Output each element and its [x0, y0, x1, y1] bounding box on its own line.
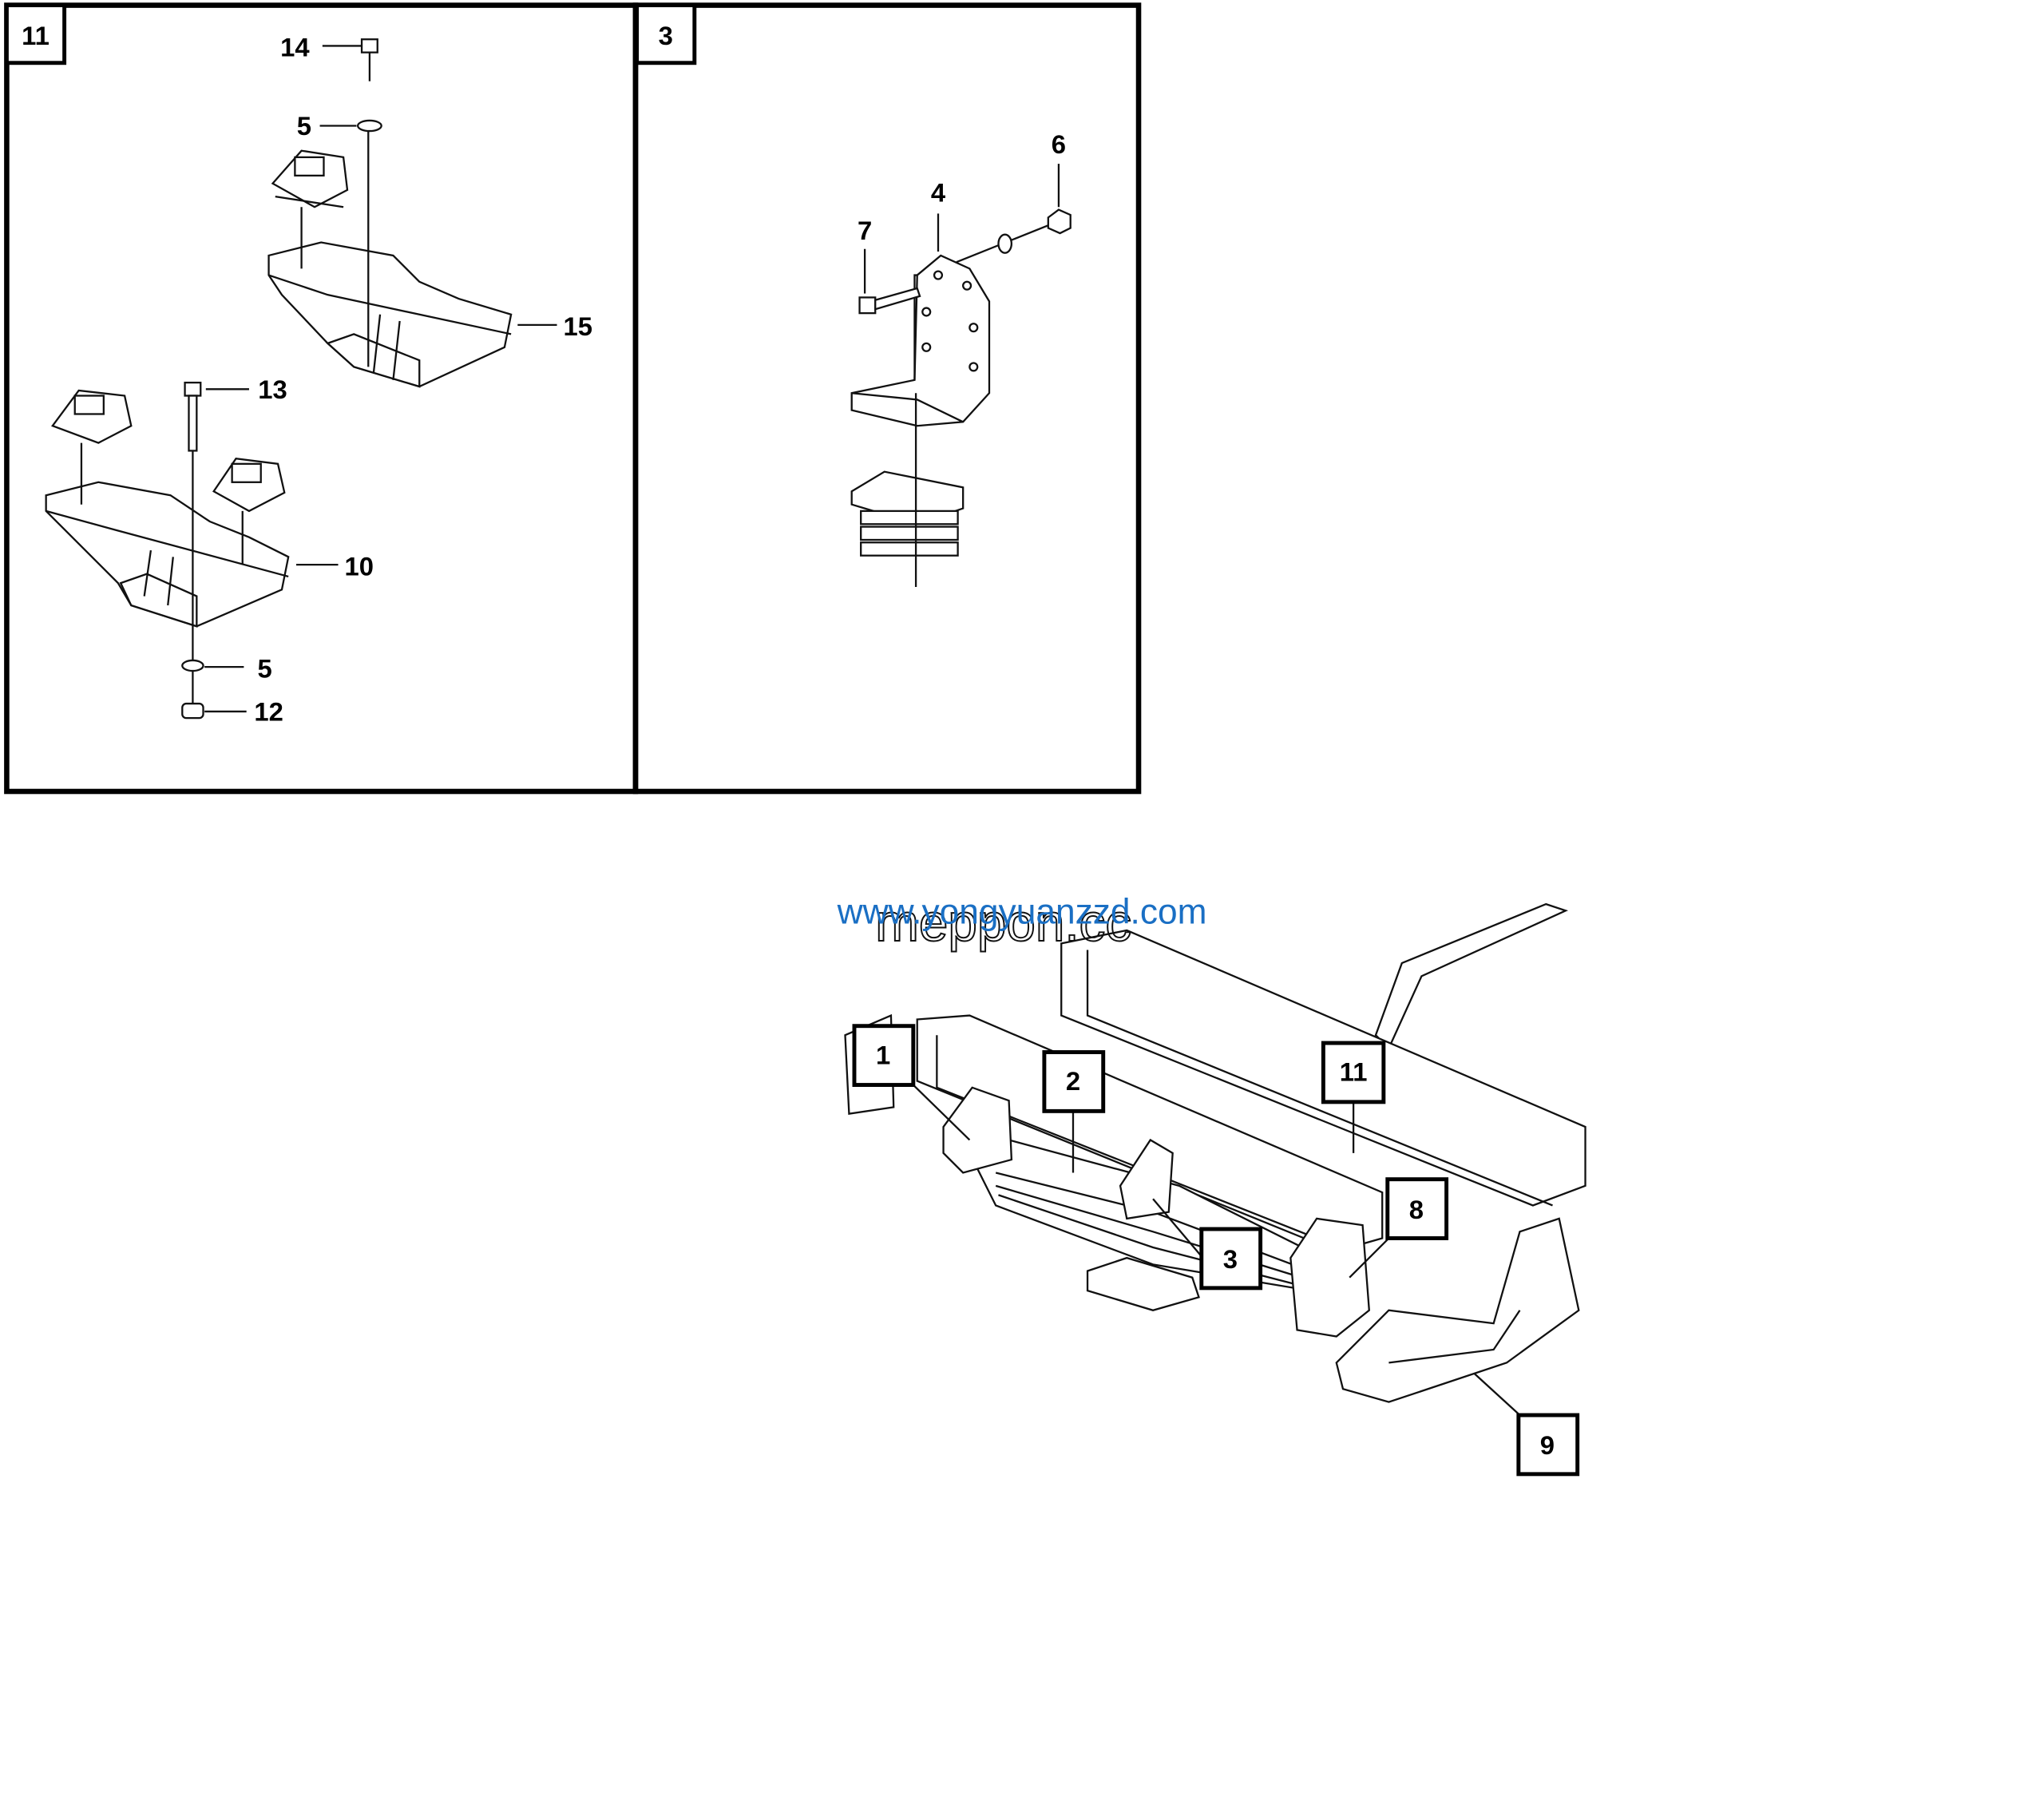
callout-5: 5 [297, 111, 311, 141]
crossmember-arm [1374, 902, 1569, 1050]
callout-box-2: 2 [1042, 1050, 1106, 1113]
bracket-4 [850, 254, 991, 427]
panel-id: 11 [22, 21, 50, 50]
detail-panel-11: 11 [4, 2, 639, 795]
axle-plate [1086, 1256, 1200, 1311]
bolt-13 [184, 381, 202, 708]
watermark-url: www.yongyuanzzd.com [837, 893, 1207, 932]
callout-box-11: 11 [1321, 1041, 1386, 1104]
svg-text:11: 11 [1340, 1057, 1368, 1087]
panel-id: 3 [659, 21, 673, 50]
callout-box-1: 1 [852, 1024, 916, 1088]
bracket-3 [1119, 1138, 1174, 1220]
callout-5: 5 [258, 653, 272, 683]
rubber-mount [212, 458, 286, 564]
washer [997, 233, 1013, 254]
bolt-14 [360, 38, 378, 367]
rubber-mount [271, 149, 349, 269]
spring-hanger [1289, 1217, 1370, 1338]
panel-id-box [635, 3, 697, 65]
callout-4: 4 [931, 178, 946, 208]
bracket-10 [45, 481, 290, 628]
nut-12 [181, 702, 204, 720]
callout-6: 6 [1052, 129, 1066, 159]
callout-10: 10 [345, 551, 374, 581]
callout-14: 14 [280, 33, 310, 62]
callout-box-8: 8 [1385, 1177, 1449, 1240]
callout-7: 7 [858, 216, 872, 245]
callout-13: 13 [258, 375, 287, 404]
bracket-15 [267, 241, 513, 388]
frame-rail [916, 1014, 1384, 1253]
rubber-mount [850, 393, 965, 588]
svg-text:8: 8 [1409, 1195, 1424, 1224]
callout-box-9: 9 [1516, 1413, 1580, 1477]
svg-text:1: 1 [876, 1040, 890, 1069]
crossmember-9 [1335, 1217, 1580, 1403]
washer-5 [356, 119, 382, 133]
panel-id-box [4, 3, 67, 65]
svg-text:3: 3 [1223, 1244, 1238, 1274]
suspension-assembly [844, 902, 1586, 1403]
callout-12: 12 [254, 696, 283, 726]
nut-6 [1047, 208, 1072, 235]
spring-hanger [942, 1086, 1013, 1174]
callout-15: 15 [564, 311, 592, 341]
svg-text:9: 9 [1540, 1430, 1555, 1460]
callout-box-3: 3 [1199, 1227, 1263, 1291]
detail-panel-3: 3 6 4 7 [632, 2, 1142, 795]
washer-5 [181, 659, 204, 672]
rubber-mount [51, 389, 133, 505]
watermarks: meppon.cc www.yongyuanzzd.com [837, 893, 1207, 953]
main-callouts: 1 2 11 8 3 9 [852, 1024, 1580, 1477]
bolt-7 [858, 287, 921, 315]
svg-text:2: 2 [1066, 1066, 1080, 1096]
watermark-logo: meppon.cc [875, 894, 1131, 952]
